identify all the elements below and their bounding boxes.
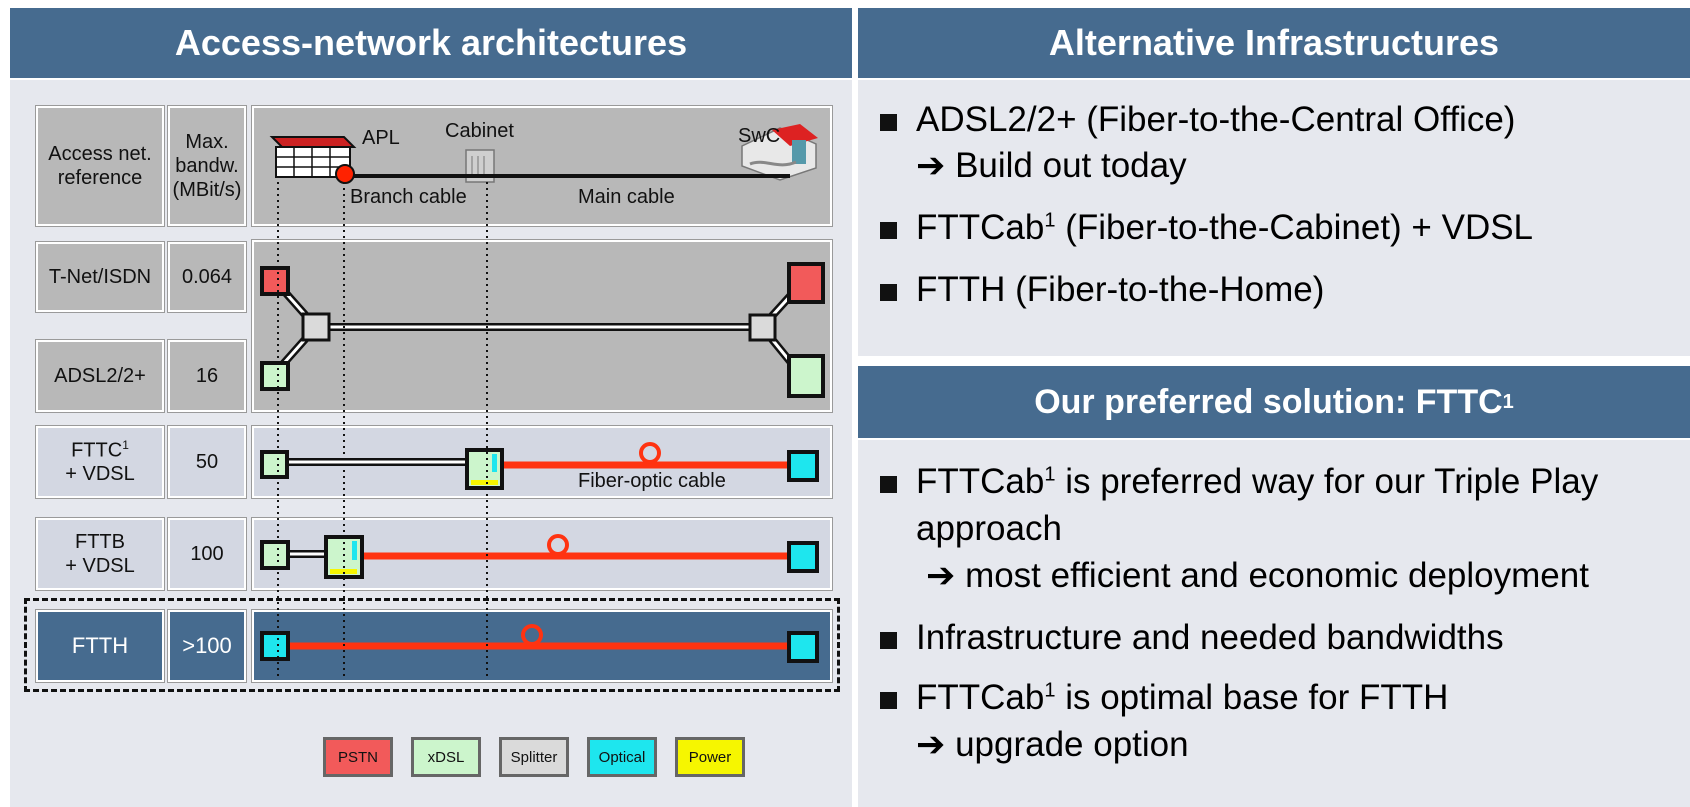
alt-infra-item-adsl-sub-text: Build out today xyxy=(955,146,1187,185)
legend-xdsl: xDSL xyxy=(411,737,481,777)
row-tnet-bandwidth-cell: 0.064 xyxy=(167,241,247,313)
row-fttc-sup: 1 xyxy=(122,437,129,452)
swc-label: SwC xyxy=(738,125,781,147)
splitter-exchange-node xyxy=(748,313,777,342)
alt-infra-item-adsl-text: ADSL2/2+ (Fiber-to-the-Central Office) xyxy=(916,100,1516,139)
right-arrow-icon: ➔ xyxy=(926,556,956,595)
row-adsl-bandwidth-cell: 16 xyxy=(167,339,247,413)
pstn-exchange-node xyxy=(787,262,825,304)
bullet-square-icon xyxy=(880,114,897,131)
right-arrow-icon: ➔ xyxy=(916,725,946,764)
row-tnet-name: T-Net/ISDN xyxy=(48,266,152,288)
row-fttb-name: FTTB xyxy=(74,531,125,553)
bullet-square-icon xyxy=(880,632,897,649)
preferred-item-triple-play-suffix: is preferred way for our Triple Play xyxy=(1055,462,1599,501)
preferred-item-ftth-base-suffix: is optimal base for FTTH xyxy=(1055,678,1449,717)
preferred-item-ftth-base-sub-text: upgrade option xyxy=(955,725,1189,764)
row-ftth-bandwidth-cell: >100 xyxy=(167,609,247,683)
ftth-highlight-frame xyxy=(24,598,840,692)
cabinet-label: Cabinet xyxy=(445,120,514,142)
row-fttb-bandwidth-cell: 100 xyxy=(167,517,247,591)
bullet-square-icon xyxy=(880,476,897,493)
legend-power: Power xyxy=(675,737,745,777)
row-fttc-name: FTTC xyxy=(71,439,123,462)
fttc-customer-node xyxy=(260,450,289,479)
bullet-square-icon xyxy=(880,284,897,301)
preferred-item-triple-play-sub-text: most efficient and economic deployment xyxy=(965,556,1589,595)
legend-pstn: PSTN xyxy=(323,737,393,777)
header-bandwidth-line3: (MBit/s) xyxy=(172,179,242,201)
preferred-item-ftth-base-sub: ➔ upgrade option xyxy=(916,725,1189,765)
alt-infra-item-fttcab-prefix: FTTCab xyxy=(916,208,1045,247)
right-bottom-panel-title: Our preferred solution: FTTC xyxy=(1034,382,1503,421)
main-cable-label: Main cable xyxy=(578,186,675,208)
header-reference-line2: reference xyxy=(57,167,143,189)
branch-cable-label: Branch cable xyxy=(350,186,467,208)
right-top-panel-title: Alternative Infrastructures xyxy=(1048,22,1500,63)
row-tnet-name-cell: T-Net/ISDN xyxy=(35,241,165,313)
alt-infra-item-ftth-text: FTTH (Fiber-to-the-Home) xyxy=(916,270,1325,309)
right-bottom-panel-body xyxy=(858,440,1690,807)
row-tnet-bandwidth: 0.064 xyxy=(181,266,233,288)
legend-optical: Optical xyxy=(587,737,657,777)
bullet-square-icon xyxy=(880,692,897,709)
row-ftth-name-cell: FTTH xyxy=(35,609,165,683)
preferred-item-bandwidths-text: Infrastructure and needed bandwidths xyxy=(916,618,1504,657)
xdsl-customer-node xyxy=(260,361,290,391)
alt-infra-item-fttcab-suffix: (Fiber-to-the-Cabinet) + VDSL xyxy=(1055,208,1534,247)
apl-building-icon xyxy=(269,136,357,178)
row-fttc-bandwidth-cell: 50 xyxy=(167,425,247,499)
alt-infra-item-fttcab-sup: 1 xyxy=(1044,209,1056,232)
fttb-exchange-node xyxy=(787,541,819,573)
row-fttc-name-cell: FTTC1 + VDSL xyxy=(35,425,165,499)
apl-connection-point xyxy=(335,164,355,184)
network-diagram xyxy=(260,124,825,678)
left-panel-title: Access-network architectures xyxy=(174,22,688,63)
row-ftth-bandwidth: >100 xyxy=(182,632,232,658)
fttb-customer-node xyxy=(260,540,290,570)
preferred-item-triple-play-sup: 1 xyxy=(1044,463,1056,486)
alt-infra-item-adsl-sub: ➔ Build out today xyxy=(916,146,1187,186)
splitter-customer-node xyxy=(301,312,331,342)
ftth-customer-node xyxy=(260,631,290,661)
xdsl-exchange-node xyxy=(787,354,825,398)
preferred-item-triple-play-prefix: FTTCab xyxy=(916,462,1045,501)
legend-splitter: Splitter xyxy=(499,737,569,777)
row-ftth-name: FTTH xyxy=(71,632,129,658)
row-fttc-line2: + VDSL xyxy=(65,463,135,486)
header-reference-cell: Access net. reference xyxy=(35,105,165,227)
fiber-optic-cable-label: Fiber-optic cable xyxy=(578,470,726,492)
row-fttb-bandwidth: 100 xyxy=(190,543,224,565)
apl-label: APL xyxy=(362,127,400,149)
preferred-item-ftth-base-prefix: FTTCab xyxy=(916,678,1045,717)
fttc-exchange-node xyxy=(787,450,819,482)
left-panel-header: Access-network architectures xyxy=(10,8,852,78)
right-bottom-panel-title-sup: 1 xyxy=(1502,390,1514,413)
bullet-square-icon xyxy=(880,222,897,239)
pstn-customer-node xyxy=(260,266,290,296)
row-fttb-name-cell: FTTB + VDSL xyxy=(35,517,165,591)
swc-building-icon xyxy=(741,124,818,181)
preferred-item-ftth-base-sup: 1 xyxy=(1044,679,1056,702)
right-arrow-icon: ➔ xyxy=(916,146,946,185)
ftth-exchange-node xyxy=(787,631,819,663)
row-adsl-name-cell: ADSL2/2+ xyxy=(35,339,165,413)
fttc-cabinet-node xyxy=(465,448,504,490)
header-bandwidth-line1: Max. xyxy=(185,131,229,153)
preferred-item-triple-play-sub: ➔ most efficient and economic deployment xyxy=(926,556,1589,596)
row-adsl-name: ADSL2/2+ xyxy=(54,365,146,387)
header-bandwidth-cell: Max. bandw. (MBit/s) xyxy=(167,105,247,227)
header-bandwidth-line2: bandw. xyxy=(175,155,239,177)
row-adsl-bandwidth: 16 xyxy=(195,365,219,387)
row-fttb-line2: + VDSL xyxy=(65,555,135,577)
preferred-item-triple-play-line2: approach xyxy=(916,509,1062,548)
header-reference-line1: Access net. xyxy=(48,143,152,165)
right-top-panel-body xyxy=(858,80,1690,356)
row-fttc-bandwidth: 50 xyxy=(195,451,219,473)
right-top-panel-header: Alternative Infrastructures xyxy=(858,8,1690,78)
